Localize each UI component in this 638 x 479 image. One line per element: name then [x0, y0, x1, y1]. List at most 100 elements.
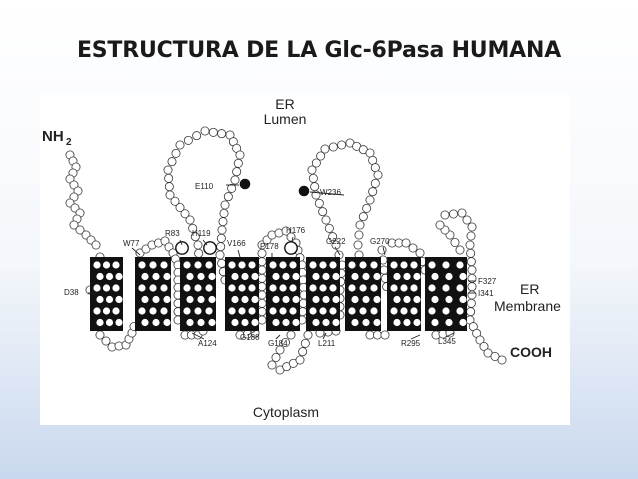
residue-bead: [362, 203, 372, 213]
residue-bead: [69, 220, 79, 230]
helix-residue: [403, 272, 411, 281]
helix-residue: [413, 272, 421, 281]
helix-residue: [251, 272, 259, 281]
membrane-helix: [306, 257, 340, 331]
helix-residue: [208, 318, 216, 327]
pointer-arrow: [275, 334, 281, 340]
helix-residue: [205, 284, 213, 292]
residue-bead: [219, 208, 229, 218]
helix-residue: [403, 295, 411, 304]
residue-bead: [216, 233, 226, 243]
label-g188: G188: [240, 333, 260, 342]
residue-bead: [337, 140, 347, 150]
helix-residue: [373, 272, 381, 281]
helix-residue: [251, 295, 259, 304]
residue-bead: [467, 222, 477, 232]
helix-residue: [359, 307, 367, 315]
residue-bead: [475, 335, 485, 345]
residue-bead: [324, 223, 334, 233]
residue-bead: [190, 232, 200, 242]
helix-residue: [390, 307, 398, 315]
helix-residue: [373, 295, 381, 304]
helix-residue: [289, 307, 297, 315]
residue-bead: [354, 230, 364, 240]
residue-bead: [208, 127, 218, 137]
residue-bead: [298, 275, 308, 285]
helix-residue: [351, 295, 359, 304]
residue-bead: [280, 337, 290, 347]
residue-bead: [257, 265, 267, 275]
residue-bead: [164, 173, 174, 183]
residue-bead: [257, 298, 267, 308]
pointer-arrow: [291, 236, 294, 243]
residue-bead: [450, 237, 460, 247]
helix-residue: [152, 295, 160, 304]
helix-residue: [208, 295, 216, 304]
helix-residue: [205, 307, 213, 315]
helix-residue: [279, 261, 287, 269]
highlighted-residue: [298, 185, 310, 197]
residue-bead: [457, 208, 467, 218]
residue-bead: [271, 352, 281, 362]
helix-residue: [309, 307, 317, 315]
helix-residue: [319, 284, 327, 292]
pointer-arrow: [309, 191, 345, 196]
helix-residue: [459, 295, 467, 304]
residue-bead: [467, 290, 477, 300]
label-g222: G222: [326, 237, 346, 246]
helix-residue: [292, 272, 300, 281]
helix-residue: [141, 272, 149, 281]
helix-residue: [160, 307, 168, 315]
helix-residue: [373, 318, 381, 327]
helix-residue: [309, 261, 317, 269]
helix-residue: [251, 318, 259, 327]
residue-bead: [200, 126, 210, 136]
helix-residue: [289, 261, 297, 269]
helix-residue: [390, 284, 398, 292]
membrane-helix: [90, 257, 123, 331]
membrane-label: Membrane: [494, 298, 561, 314]
pointer-arrow: [191, 332, 205, 340]
helix-residue: [163, 318, 171, 327]
pointer-arrow: [131, 247, 141, 256]
helix-residue: [248, 284, 256, 292]
label-l345: L345: [438, 337, 456, 346]
helix-residue: [96, 318, 104, 327]
helix-residue: [186, 295, 194, 304]
helix-residue: [359, 261, 367, 269]
residue-bead: [310, 182, 320, 192]
residue-bead: [217, 225, 227, 235]
label-g184: G184: [268, 339, 288, 348]
helix-residue: [329, 307, 337, 315]
helix-residue: [231, 318, 239, 327]
residue-bead: [180, 209, 190, 219]
residue-bead: [257, 315, 267, 325]
residue-bead: [328, 142, 338, 152]
residue-bead: [355, 220, 365, 230]
helix-residue: [445, 272, 453, 281]
helix-residue: [329, 284, 337, 292]
helix-residue: [96, 295, 104, 304]
n-terminus-subscript: 2: [66, 137, 72, 148]
helix-residue: [456, 261, 464, 269]
helix-residue: [332, 318, 340, 327]
residue-bead: [490, 351, 500, 361]
residue-bead: [314, 198, 324, 208]
helix-residue: [312, 295, 320, 304]
helix-residue: [410, 307, 418, 315]
residue-bead: [227, 183, 237, 193]
helix-residue: [351, 272, 359, 281]
pointer-arrow: [445, 332, 455, 338]
residue-bead: [286, 330, 296, 340]
helix-residue: [238, 261, 246, 269]
helix-residue: [102, 307, 111, 315]
residue-bead: [401, 238, 411, 248]
residue-arrows: [88, 184, 476, 340]
residue-bead: [101, 336, 111, 346]
helix-residue: [112, 261, 120, 269]
helix-residue: [292, 318, 300, 327]
helix-residue: [459, 272, 467, 281]
helix-residue: [351, 318, 359, 327]
residue-bead: [216, 242, 226, 252]
helix-residue: [442, 284, 450, 292]
